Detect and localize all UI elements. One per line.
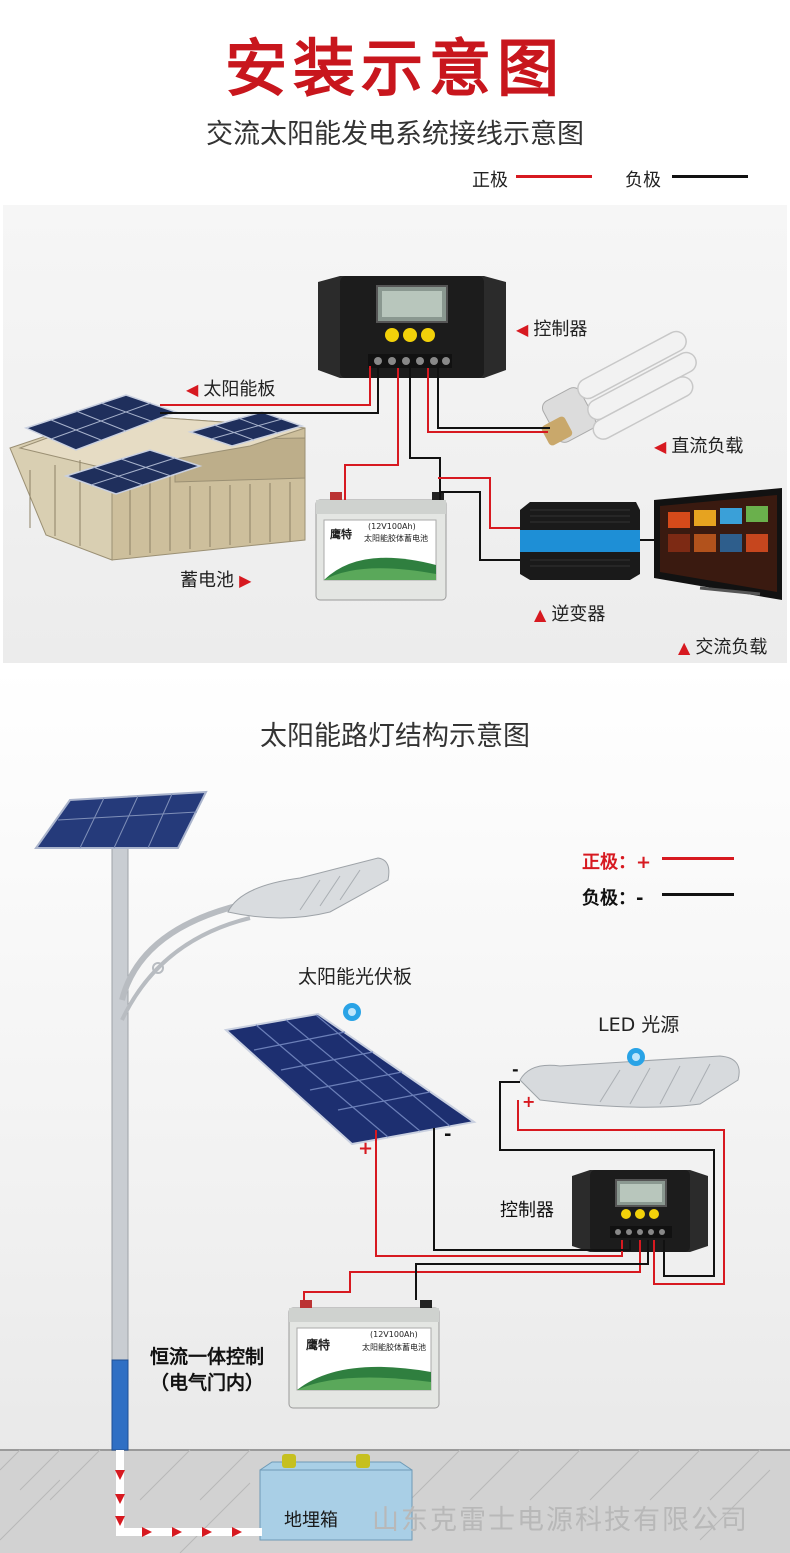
legend-negative-line [672, 175, 748, 178]
battery-device-1 [315, 492, 447, 601]
conduit-arrows [115, 1470, 242, 1537]
company-watermark: 山东克雷士电源科技有限公司 [372, 1505, 749, 1536]
legend-negative-label: 负极 [625, 170, 661, 191]
legend2-negative-label: 负极：- [582, 888, 644, 909]
arrow-right-icon: ▶ [239, 571, 252, 590]
section2-wires [116, 1081, 725, 1536]
pv-panel [223, 1003, 477, 1146]
legend2-positive-line [662, 857, 734, 860]
arrow-left-icon: ◀ [654, 437, 667, 456]
legend-positive-line [516, 175, 592, 178]
section1-wires [160, 366, 656, 561]
arrow-up-icon: ▲ [678, 638, 691, 657]
charge-controller-device [318, 276, 506, 378]
pole-solar-panel [34, 790, 208, 849]
led-lamp [519, 1048, 740, 1108]
pv-minus-sign: - [444, 1124, 452, 1145]
legend-positive-label: 正极 [472, 170, 508, 191]
battery1-brand: 鹰特 [330, 528, 352, 541]
battery-device-2 [288, 1300, 440, 1409]
battery-label: 蓄电池 ▶ [180, 570, 252, 591]
arrow-left-icon: ◀ [516, 320, 529, 339]
ac-load-label: ▲ 交流负载 [678, 637, 768, 658]
tv-ac-load [654, 488, 782, 600]
battery1-name: 太阳能胶体蓄电池 [364, 534, 428, 543]
battery1-spec: (12V100Ah) [368, 522, 416, 531]
section1-subtitle: 交流太阳能发电系统接线示意图 [206, 119, 584, 150]
inverter-device [520, 502, 640, 580]
battery2-brand: 鹰特 [306, 1338, 331, 1352]
arrow-up-icon: ▲ [534, 605, 547, 624]
inverter-label: ▲ 逆变器 [534, 604, 606, 625]
battery2-spec: (12V100Ah) [370, 1330, 418, 1339]
battery2-name: 太阳能胶体蓄电池 [362, 1343, 426, 1352]
charge-controller-device-2 [572, 1170, 708, 1252]
legend2-negative-line [662, 893, 734, 896]
buried-box [259, 1454, 413, 1541]
controller-label-2: 控制器 [500, 1200, 554, 1221]
solar-panel-label: ◀ 太阳能板 [186, 379, 276, 400]
dc-load-label: ◀ 直流负载 [654, 436, 744, 457]
cfl-bulb-dc-load [541, 330, 697, 446]
section2-subtitle: 太阳能路灯结构示意图 [260, 721, 530, 752]
led-minus-sign: - [512, 1060, 519, 1079]
led-plus-sign: + [522, 1092, 536, 1111]
house-with-solar-roof [9, 394, 306, 561]
page-title: 安装示意图 [224, 32, 565, 105]
integrated-control-label-line1: 恒流一体控制 [150, 1346, 265, 1368]
pv-plus-sign: + [358, 1138, 374, 1159]
controller-label-1: ◀ 控制器 [516, 319, 588, 340]
buried-box-label: 地埋箱 [284, 1510, 338, 1531]
integrated-control-label-line2: （电气门内） [150, 1372, 265, 1394]
pv-panel-label: 太阳能光伏板 [298, 966, 413, 988]
pole-lamp-head [227, 857, 390, 919]
arrow-left-icon: ◀ [186, 380, 199, 399]
legend2-positive-label: 正极：+ [582, 852, 652, 873]
led-label: LED 光源 [598, 1014, 680, 1036]
